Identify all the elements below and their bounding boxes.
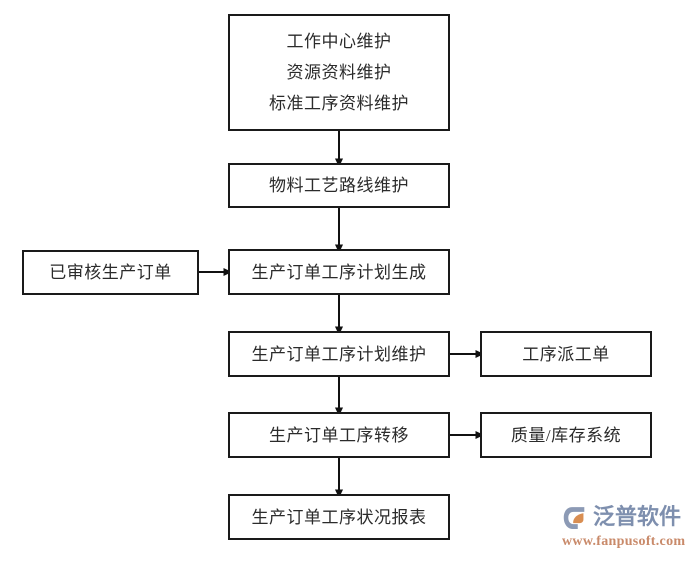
fanpu-logo-icon bbox=[563, 507, 585, 529]
node-operation-status-report[interactable]: 生产订单工序状况报表 bbox=[228, 494, 450, 540]
watermark-logo: 泛普软件 www.fanpusoft.com bbox=[562, 503, 688, 553]
node-operation-plan-generation[interactable]: 生产订单工序计划生成 bbox=[228, 249, 450, 295]
node-basic-data-line-3: 标准工序资料维护 bbox=[269, 94, 409, 113]
node-status-report-label: 生产订单工序状况报表 bbox=[251, 507, 427, 527]
node-approved-order-label: 已审核生产订单 bbox=[49, 263, 172, 282]
watermark-brand-row: 泛普软件 bbox=[562, 503, 688, 533]
node-routing-label: 物料工艺路线维护 bbox=[269, 176, 409, 195]
node-operation-plan-maintenance[interactable]: 生产订单工序计划维护 bbox=[228, 331, 450, 377]
node-operation-dispatch-order[interactable]: 工序派工单 bbox=[480, 331, 652, 377]
node-basic-data-line-1: 工作中心维护 bbox=[286, 32, 392, 51]
node-op-transfer-label: 生产订单工序转移 bbox=[269, 425, 409, 445]
watermark-url-text: www.fanpusoft.com bbox=[562, 534, 686, 549]
node-operation-transfer[interactable]: 生产订单工序转移 bbox=[228, 412, 450, 458]
node-basic-data-line-2: 资源资料维护 bbox=[286, 63, 392, 82]
node-approved-production-order[interactable]: 已审核生产订单 bbox=[22, 250, 199, 295]
node-basic-data[interactable]: 工作中心维护 资源资料维护 标准工序资料维护 bbox=[228, 14, 450, 131]
node-qc-inventory-label: 质量/库存系统 bbox=[510, 425, 622, 445]
node-dispatch-order-label: 工序派工单 bbox=[522, 344, 610, 364]
node-plan-generate-label: 生产订单工序计划生成 bbox=[251, 262, 427, 282]
node-quality-inventory-system[interactable]: 质量/库存系统 bbox=[480, 412, 652, 458]
node-plan-maintain-label: 生产订单工序计划维护 bbox=[251, 344, 427, 364]
node-material-routing-maintenance[interactable]: 物料工艺路线维护 bbox=[228, 163, 450, 208]
watermark-brand-text: 泛普软件 bbox=[593, 505, 682, 530]
